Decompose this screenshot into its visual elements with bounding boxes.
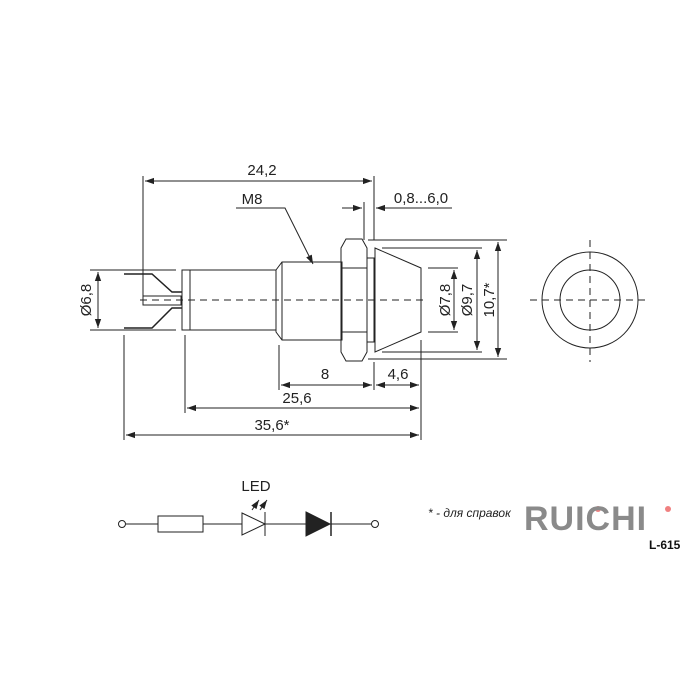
logo-dot xyxy=(595,506,601,512)
dim-lens-length: 4,6 xyxy=(388,366,409,383)
thread xyxy=(275,261,343,341)
dim-body-diameter: Ø6,8 xyxy=(78,284,95,317)
led-schematic xyxy=(118,499,379,537)
dim-body-length: 25,6 xyxy=(282,390,311,407)
led-label: LED xyxy=(241,478,270,495)
dim-thread: M8 xyxy=(242,191,263,208)
lens xyxy=(374,247,422,353)
dim-lens-outer: Ø9,7 xyxy=(459,284,476,317)
dim-overall-to-nut: 24,2 xyxy=(247,162,276,179)
logo-dot xyxy=(665,506,671,512)
hex-nut xyxy=(340,238,368,362)
dim-thread-length: 8 xyxy=(321,366,329,383)
model-number: L-615 xyxy=(649,538,681,552)
led-symbol xyxy=(241,512,267,536)
dim-nut-size: 10,7* xyxy=(481,282,498,317)
dim-panel-thickness: 0,8...6,0 xyxy=(394,190,448,207)
front-view xyxy=(530,240,650,362)
washer xyxy=(366,257,375,343)
diode-symbol xyxy=(305,511,332,537)
footnote: * - для справок xyxy=(428,506,511,520)
dim-total-length: 35,6* xyxy=(254,417,289,434)
m8-leader xyxy=(236,207,314,265)
terminal-pins xyxy=(124,273,182,329)
dim-lens-inner: Ø7,8 xyxy=(437,284,454,317)
resistor-symbol xyxy=(157,515,204,533)
brand-logo: RUICHI xyxy=(524,500,648,538)
